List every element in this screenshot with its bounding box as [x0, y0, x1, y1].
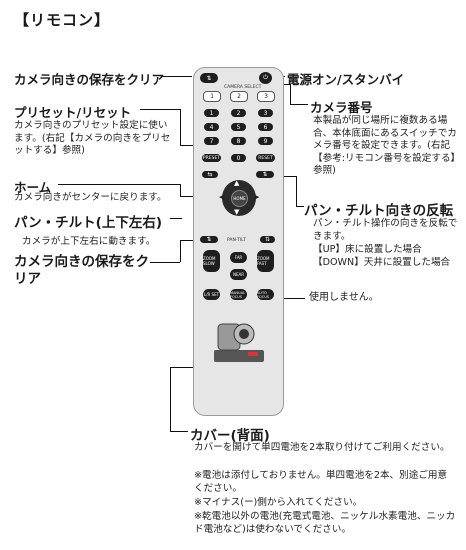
- leader-line: [275, 298, 305, 299]
- leader-line: [170, 367, 171, 431]
- flip-description-1: パン・チルト操作の向きを反転できます。: [313, 218, 458, 242]
- zoom-fast-button[interactable]: ZOOM FAST: [257, 250, 274, 272]
- leader-line: [170, 218, 182, 219]
- zoom-slow-button[interactable]: ZOOM SLOW: [203, 250, 220, 272]
- num-key-5[interactable]: 5: [231, 123, 246, 131]
- flip-description-3: 【DOWN】天井に設置した場合: [313, 257, 451, 268]
- label-flip: パン・チルト向きの反転: [304, 203, 454, 219]
- flip-button[interactable]: ⇅: [256, 171, 274, 178]
- near-button[interactable]: NEAR: [230, 269, 247, 280]
- far-button[interactable]: FAR: [230, 252, 247, 263]
- remote-control-illustration: ⇅ ⏻ CAMERA SELECT 1 2 3 1 2 3 4 5 6 7 8 …: [193, 67, 284, 416]
- pan-tilt-button[interactable]: ⇅: [260, 236, 275, 243]
- leader-line: [180, 145, 193, 146]
- leader-line: [150, 262, 180, 263]
- camera-key-1[interactable]: 1: [203, 91, 221, 102]
- home-button[interactable]: HOME: [231, 190, 248, 207]
- flip-left-button[interactable]: ⇆: [202, 171, 218, 178]
- leader-line: [58, 184, 180, 185]
- cover-note-3: ※乾電池以外の電池(充電式電池、ニッケル水素電池、ニッカド電池など)は使わないで…: [194, 511, 456, 535]
- num-key-4[interactable]: 4: [204, 123, 219, 131]
- num-key-1[interactable]: 1: [204, 109, 219, 117]
- unused-note: 使用しません。: [309, 292, 379, 303]
- arrow-right-icon[interactable]: ▶: [254, 193, 260, 201]
- leader-line: [296, 176, 297, 206]
- page-title: 【リモコン】: [14, 11, 111, 29]
- cover-note-2: ※マイナス(ー)側から入れてください。: [194, 497, 363, 508]
- leader-line: [180, 109, 181, 145]
- power-button[interactable]: ⏻: [259, 72, 272, 84]
- label-pan-tilt: パン・チルト(上下左右): [14, 215, 163, 231]
- label-home: ホーム: [14, 180, 52, 195]
- arrow-up-icon[interactable]: ▲: [234, 179, 240, 187]
- label-camera-number: カメラ番号: [310, 100, 373, 115]
- label-save-clear-top: カメラ向きの保存をクリア: [14, 72, 165, 87]
- pan-tilt-label: PAN-TILT: [227, 238, 246, 243]
- leader-line: [290, 104, 308, 105]
- arrow-left-icon[interactable]: ◀: [219, 193, 225, 201]
- preset-reset-description: カメラ向きのプリセット設定に使います。(右記【カメラの向きをプリセットする】参照…: [14, 120, 171, 157]
- camera-illustration: [214, 323, 264, 362]
- num-key-0[interactable]: 0: [231, 154, 246, 162]
- reset-button[interactable]: RESET: [256, 154, 275, 162]
- auto-focus-button[interactable]: AUTO FOCUS: [257, 289, 274, 300]
- leader-line: [140, 109, 180, 110]
- label-cover: カバー(背面): [190, 428, 270, 444]
- save-clear-button[interactable]: ⇅: [200, 73, 218, 83]
- label-save-clear-bottom: カメラ向きの保存をクリア: [14, 254, 149, 287]
- leader-line: [170, 367, 194, 368]
- home-description: カメラ向きがセンターに戻ります。: [14, 192, 167, 203]
- arrow-down-icon[interactable]: ▼: [234, 208, 240, 216]
- camera-key-3[interactable]: 3: [257, 91, 275, 102]
- leader-line: [162, 76, 192, 77]
- camera-key-2[interactable]: 2: [230, 91, 248, 102]
- label-preset-reset: プリセット/リセット: [14, 105, 132, 120]
- preset-button[interactable]: PRESET: [202, 154, 221, 162]
- label-power: 電源オン/スタンバイ: [287, 72, 405, 87]
- camera-select-label: CAMERA SELECT: [224, 85, 262, 90]
- manual-focus-button[interactable]: MANUAL FOCUS: [230, 289, 247, 300]
- num-key-6[interactable]: 6: [258, 123, 273, 131]
- leader-line: [170, 431, 188, 432]
- leader-line: [180, 240, 181, 262]
- num-key-3[interactable]: 3: [258, 109, 273, 117]
- cover-note-1: ※電池は添付しておりません。単四電池を2本、別途ご用意ください。: [194, 470, 448, 494]
- camera-number-description: 本製品が同じ場所に複数ある場合、本体底面にあるスイッチでカメラ番号を設定できます…: [313, 115, 461, 177]
- lr-set-button[interactable]: L/R SET: [203, 289, 220, 300]
- num-key-2[interactable]: 2: [231, 109, 246, 117]
- leader-line: [290, 84, 291, 104]
- cover-description: カバーを開けて単四電池を2本取り付けてご利用ください。: [194, 442, 450, 453]
- leader-line: [282, 84, 290, 85]
- leader-line: [180, 184, 181, 196]
- num-key-9[interactable]: 9: [258, 137, 273, 145]
- save-clear-button-2[interactable]: ⇅: [200, 236, 218, 243]
- num-key-8[interactable]: 8: [231, 137, 246, 145]
- leader-line: [296, 206, 304, 207]
- num-key-7[interactable]: 7: [204, 137, 219, 145]
- pan-tilt-description: カメラが上下左右に動きます。: [22, 236, 156, 247]
- leader-line: [180, 240, 200, 241]
- flip-description-2: 【UP】床に設置した場合: [313, 244, 422, 255]
